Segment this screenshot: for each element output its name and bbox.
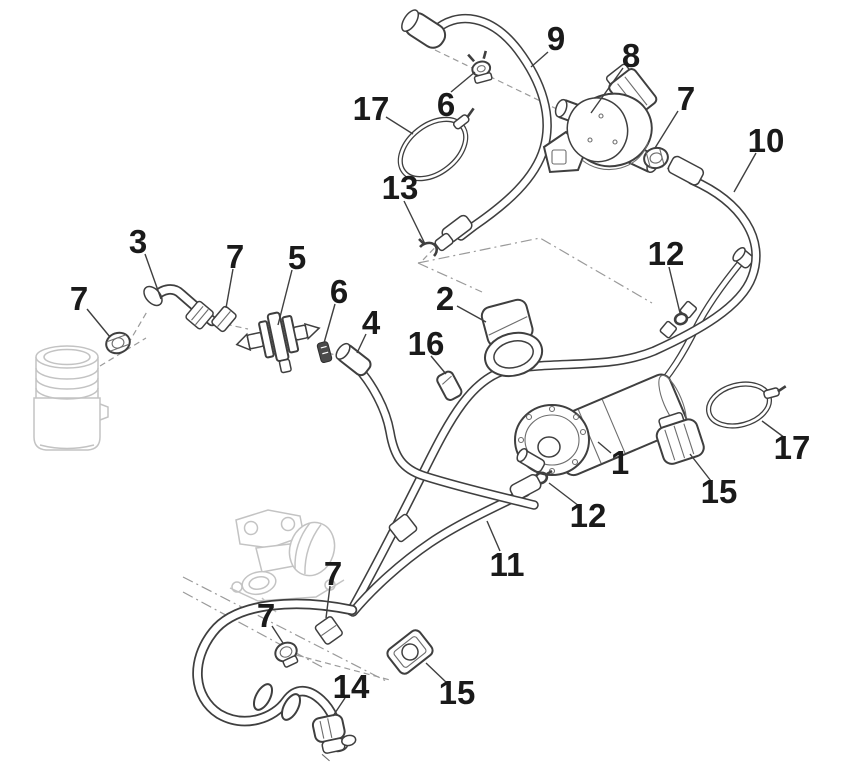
callout-leader-15-24 (425, 662, 449, 685)
callout-label-6-10: 6 (330, 273, 348, 310)
callout-leader-1-16 (597, 441, 612, 454)
callout-leader-8-1 (590, 67, 624, 114)
callout-label-1-16: 1 (611, 444, 629, 481)
callout-leader-6-10 (323, 303, 336, 344)
callout-label-7-12: 7 (70, 280, 88, 317)
callout-label-2-13: 2 (436, 280, 454, 317)
callout-leader-7-12 (86, 308, 111, 338)
clamp-7-wire-bottom (274, 641, 299, 668)
callout-leader-7-8 (225, 268, 234, 309)
hose-10 (346, 155, 761, 616)
callout-leader-12-15 (668, 266, 681, 314)
callout-label-12-15: 12 (648, 235, 685, 272)
callout-label-17-18: 17 (774, 429, 811, 466)
ring-clamp-17-left (397, 107, 475, 182)
hose-loop-bottom (192, 598, 358, 753)
clamp-15-bottom (386, 629, 434, 675)
clip-12-top (673, 312, 689, 326)
callout-leader-5-9 (277, 269, 293, 326)
frame-reference-lines (182, 237, 653, 683)
sleeve-2 (480, 298, 544, 378)
callout-leader-17-4 (385, 116, 414, 135)
callout-label-15-24: 15 (439, 674, 476, 711)
clamp-7-left-row (211, 305, 237, 333)
callout-leader-15-17 (689, 453, 712, 482)
hose-9 (401, 9, 552, 252)
callout-label-10-3: 10 (748, 122, 785, 159)
callout-label-11-20: 11 (490, 546, 525, 583)
callout-label-16-14: 16 (408, 325, 445, 362)
callout-leader-6-5 (450, 71, 476, 93)
ring-clamp-17-right (706, 381, 787, 429)
callout-leader-3-7 (144, 253, 162, 300)
clip-13 (418, 238, 439, 257)
callout-label-15-17: 15 (701, 473, 738, 510)
callout-label-12-19: 12 (570, 497, 607, 534)
clamp-15-right (655, 411, 705, 465)
clamp-7-far-left (105, 331, 131, 355)
elbow-3 (143, 284, 218, 330)
valve-5 (235, 311, 321, 374)
hose-4-end-cap (335, 342, 372, 377)
clamp-7-sleeve-bottom (314, 616, 343, 645)
hose-11 (348, 474, 542, 617)
callout-leader-14-23 (332, 697, 346, 717)
clamp-6-left (316, 341, 333, 364)
callout-leader-13-6 (403, 200, 426, 245)
callout-leader-7-2 (654, 110, 679, 149)
callout-leader-7-22 (271, 625, 284, 644)
callout-leader-11-20 (486, 520, 501, 552)
callout-label-7-2: 7 (677, 80, 695, 117)
callout-label-7-8: 7 (226, 238, 244, 275)
hose-9-end-cap (401, 9, 447, 49)
callout-leader-2-13 (456, 305, 487, 323)
callout-leader-4-11 (356, 333, 367, 354)
callout-label-4-11: 4 (362, 304, 381, 341)
hose-11-end-cap (509, 474, 542, 501)
ghost-duct-canister (33, 345, 109, 451)
grommet-ring (252, 683, 274, 711)
callout-leader-12-19 (548, 482, 580, 507)
callout-leader-10-3 (733, 152, 757, 193)
callout-label-6-5: 6 (437, 86, 455, 123)
clamp-6-top (467, 50, 493, 84)
callout-label-7-22: 7 (257, 597, 275, 634)
clamp-7-top-right (643, 146, 669, 170)
callout-label-8-1: 8 (622, 37, 640, 74)
callout-label-5-9: 5 (288, 239, 306, 276)
clamp-14 (311, 713, 357, 762)
hose-10-sleeve (667, 155, 705, 186)
elbow-3-collar (185, 300, 214, 330)
canister-tube-end (732, 246, 755, 269)
hose-4 (335, 342, 539, 510)
cap-16 (436, 370, 463, 401)
callout-label-7-21: 7 (324, 555, 342, 592)
callout-label-13-6: 13 (382, 169, 419, 206)
callout-label-9-0: 9 (547, 20, 565, 57)
callout-label-14-23: 14 (333, 668, 370, 705)
callout-leader-7-21 (325, 585, 331, 619)
callout-leader-17-18 (761, 420, 786, 439)
callout-label-17-4: 17 (353, 90, 390, 127)
grommet-ring (280, 693, 302, 721)
callout-label-3-7: 3 (129, 223, 147, 260)
canister-1 (514, 246, 755, 477)
callout-leader-9-0 (530, 51, 549, 68)
callout-leader-16-14 (430, 355, 447, 375)
